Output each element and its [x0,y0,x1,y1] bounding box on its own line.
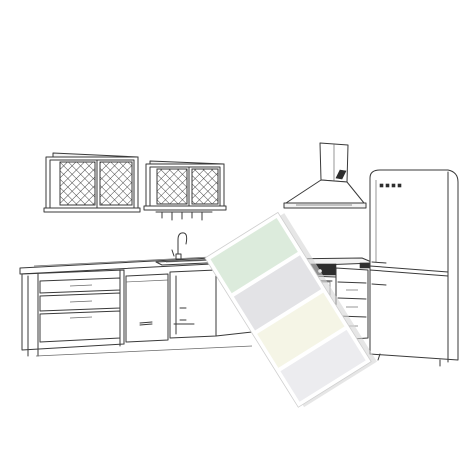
mesh-door-panel [59,161,96,206]
fridge-logo-dots [379,183,402,188]
color-swatch-fan [204,211,378,408]
mesh-door-panel [191,168,219,205]
dishwasher [125,273,169,343]
refrigerator [369,169,459,367]
swatch-mint [210,217,298,294]
drawer-unit [21,269,125,357]
range-hood [283,142,367,209]
swatch-silver [280,329,366,402]
mesh-door-panel [99,161,133,206]
swatch-grey [233,255,322,331]
mesh-door-panel [156,168,188,205]
sink-cabinet [169,269,217,339]
wall-cabinet-left [43,152,141,213]
wall-cabinet-right [143,160,227,221]
swatch-cream [257,292,345,368]
faucet [171,232,188,260]
